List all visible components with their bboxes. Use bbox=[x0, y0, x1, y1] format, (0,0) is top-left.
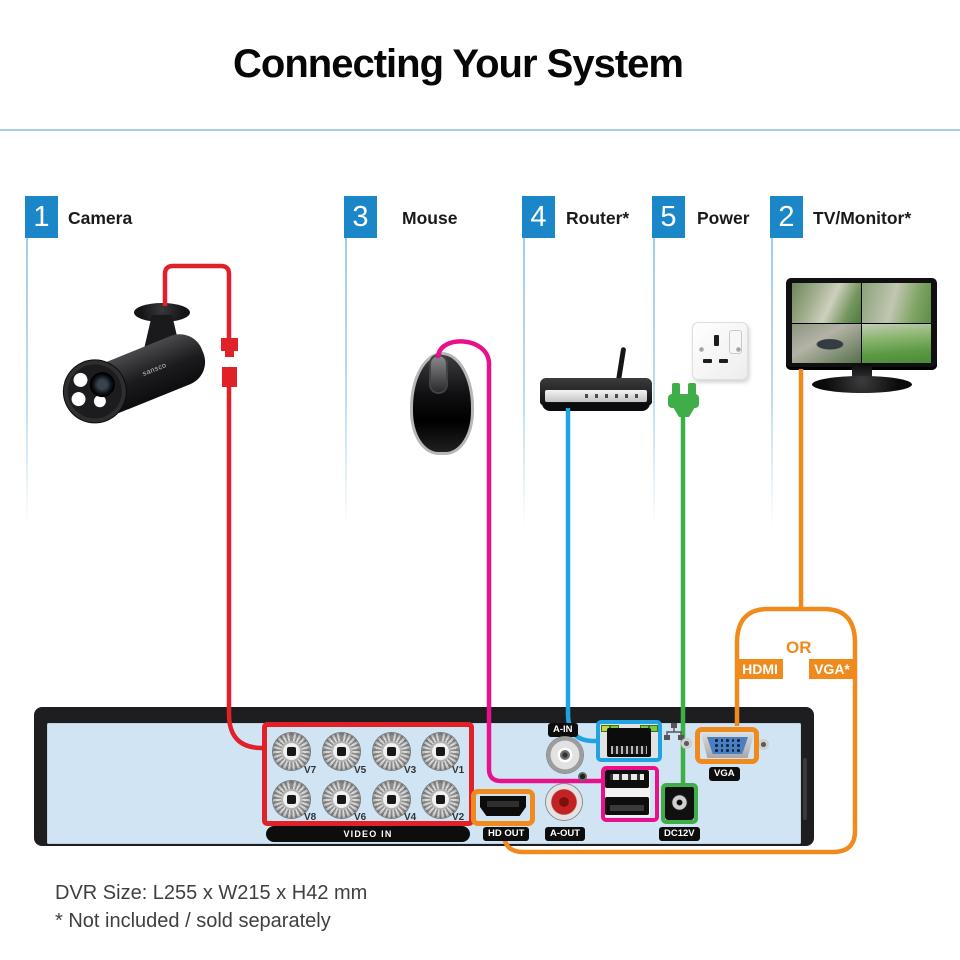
bnc-port-v1 bbox=[422, 733, 459, 770]
router-base bbox=[542, 403, 650, 411]
legend-number-3: 3 bbox=[344, 196, 377, 238]
socket-earth-slot bbox=[714, 335, 719, 346]
port-label-v7: V7 bbox=[304, 765, 317, 776]
bnc-port-v8 bbox=[273, 781, 310, 818]
legend-tail-3 bbox=[345, 238, 347, 528]
mouse-image bbox=[410, 352, 474, 455]
power-socket-image bbox=[692, 322, 748, 380]
legend-tail-5 bbox=[653, 238, 655, 528]
dvr-side-vent bbox=[803, 758, 807, 820]
dc12v-highlight-box bbox=[661, 783, 698, 824]
bnc-port-v6 bbox=[323, 781, 360, 818]
legend-number-4: 4 bbox=[522, 196, 555, 238]
bnc-plug-female bbox=[222, 367, 237, 387]
legend-number-1: 1 bbox=[25, 196, 58, 238]
mouse-usb-cable bbox=[435, 339, 601, 784]
legend-tail-1 bbox=[26, 238, 28, 528]
bnc-port-v4 bbox=[373, 781, 410, 818]
legend-label-tv-monitor: TV/Monitor* bbox=[813, 208, 912, 228]
hdmi-vga-or-split bbox=[501, 606, 858, 855]
vga-option-label: VGA* bbox=[809, 659, 855, 679]
hdmi-out-highlight-box bbox=[471, 789, 535, 826]
vga-screw bbox=[681, 738, 692, 749]
legend-label-camera: Camera bbox=[68, 208, 133, 228]
legend-label-router: Router* bbox=[566, 208, 630, 228]
monitor-screen-quad-view bbox=[792, 283, 931, 363]
bnc-port-v5 bbox=[323, 733, 360, 770]
vga-screw bbox=[758, 739, 769, 750]
legend-label-mouse: Mouse bbox=[402, 208, 458, 228]
port-label-v6: V6 bbox=[354, 812, 367, 823]
plug-prong bbox=[672, 383, 680, 396]
camera-video-cable bbox=[162, 263, 232, 338]
vga-port bbox=[707, 737, 748, 754]
dc12v-badge: DC12V bbox=[659, 827, 700, 841]
socket-screw bbox=[699, 347, 704, 352]
lan-network-icon bbox=[664, 723, 684, 740]
bnc-port-v3 bbox=[373, 733, 410, 770]
hdmi-option-label: HDMI bbox=[737, 659, 783, 679]
plug-body bbox=[668, 394, 699, 408]
vga-badge: VGA bbox=[709, 767, 740, 781]
bnc-plug-male bbox=[221, 338, 238, 351]
router-ethernet-cable bbox=[565, 408, 597, 744]
ethernet-rj45-port bbox=[607, 728, 651, 757]
port-label-v1: V1 bbox=[452, 765, 465, 776]
bnc-plug-male-tip bbox=[225, 351, 234, 357]
video-in-label-bar: VIDEO IN bbox=[266, 826, 470, 842]
camera-mount-base bbox=[134, 303, 190, 322]
legend-label-power: Power bbox=[697, 208, 750, 228]
plug-neck bbox=[673, 407, 695, 417]
legend-tail-2 bbox=[771, 238, 773, 528]
dvr-size-note: DVR Size: L255 x W215 x H42 mm bbox=[55, 882, 368, 904]
camera-feed-1 bbox=[792, 283, 861, 323]
hdmi-port-slot bbox=[487, 801, 519, 807]
video-in-highlight-box bbox=[262, 722, 474, 826]
socket-neutral-slot bbox=[719, 359, 728, 363]
camera-feed-2 bbox=[862, 283, 931, 323]
port-label-v3: V3 bbox=[404, 765, 417, 776]
panel-screw bbox=[578, 772, 587, 781]
usb-highlight-box bbox=[601, 766, 659, 822]
camera-video-cable-lower bbox=[226, 387, 263, 751]
hd-out-badge: HD OUT bbox=[483, 827, 530, 841]
a-out-badge: A-OUT bbox=[545, 827, 586, 841]
port-label-v8: V8 bbox=[304, 812, 317, 823]
port-label-v5: V5 bbox=[354, 765, 367, 776]
audio-in-rca-port bbox=[547, 737, 583, 773]
bnc-port-v2 bbox=[422, 781, 459, 818]
usb-port-top bbox=[605, 770, 649, 788]
ethernet-highlight-box bbox=[596, 720, 662, 762]
camera-feed-3 bbox=[792, 323, 861, 363]
port-label-v4: V4 bbox=[404, 812, 417, 823]
or-label: OR bbox=[786, 638, 812, 657]
monitor-stand-base bbox=[812, 376, 912, 393]
page-title: Connecting Your System bbox=[233, 42, 684, 86]
vga-highlight-box bbox=[695, 727, 759, 764]
bnc-port-v7 bbox=[273, 733, 310, 770]
mouse-scroll-wheel bbox=[431, 356, 446, 392]
header-divider bbox=[0, 129, 960, 131]
a-in-badge: A-IN bbox=[548, 723, 578, 737]
legend-tail-4 bbox=[523, 238, 525, 528]
not-included-note: * Not included / sold separately bbox=[55, 910, 331, 932]
usb-port-bottom bbox=[605, 797, 649, 815]
router-led-strip bbox=[585, 394, 643, 398]
socket-screw bbox=[736, 347, 741, 352]
plug-prong bbox=[688, 383, 696, 396]
camera-feed-4 bbox=[862, 323, 931, 363]
legend-number-5: 5 bbox=[652, 196, 685, 238]
dc-power-jack bbox=[665, 786, 694, 820]
audio-out-rca-port bbox=[546, 784, 582, 820]
port-label-v2: V2 bbox=[452, 812, 465, 823]
legend-number-2: 2 bbox=[770, 196, 803, 238]
socket-live-slot bbox=[703, 359, 712, 363]
